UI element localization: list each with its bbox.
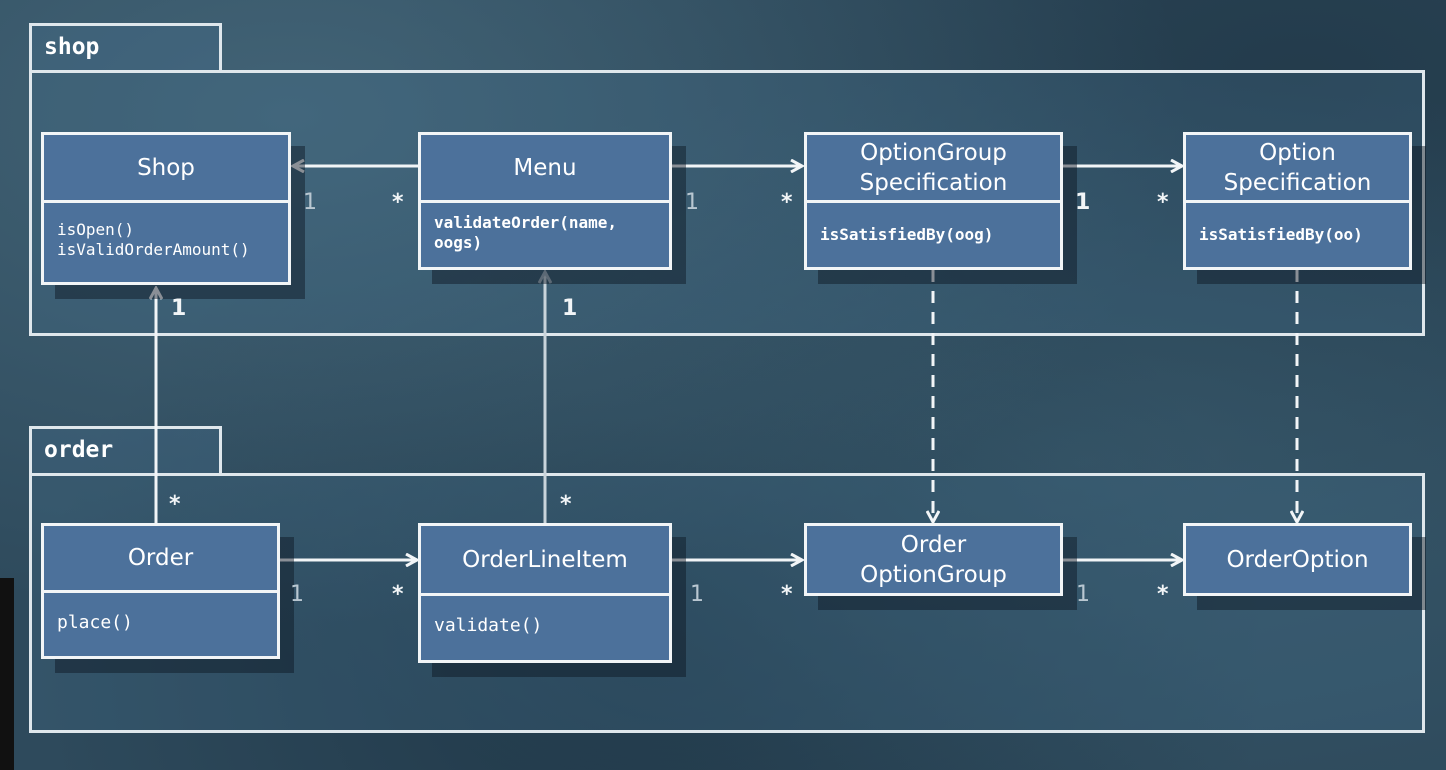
class-name: Option Specification (1186, 135, 1409, 203)
class-operations: isSatisfiedBy(oog) (820, 225, 994, 244)
class-operations: validate() (434, 615, 543, 636)
package-label-order: order (44, 437, 114, 463)
class-option-group-specification[interactable]: OptionGroup Specification isSatisfiedBy(… (804, 132, 1063, 270)
class-name: OrderLineItem (421, 526, 669, 596)
class-name: Order (44, 526, 277, 593)
left-edge-bar (0, 578, 14, 770)
class-order-option-group[interactable]: Order OptionGroup (804, 523, 1063, 596)
class-name: OrderOption (1226, 546, 1369, 573)
multiplicity-oog-oo-one: 1 (1076, 582, 1090, 607)
class-shop[interactable]: Shop isOpen() isValidOrderAmount() (41, 132, 291, 285)
class-menu[interactable]: Menu validateOrder(name, oogs) (418, 132, 672, 270)
class-order[interactable]: Order place() (41, 523, 280, 659)
class-operations: isOpen() isValidOrderAmount() (57, 220, 250, 259)
multiplicity-oli-menu-many: * (560, 492, 572, 517)
class-order-option[interactable]: OrderOption (1183, 523, 1412, 596)
multiplicity-order-oli-one: 1 (290, 582, 304, 607)
multiplicity-oog-oo-many: * (1157, 582, 1169, 607)
multiplicity-menu-ogs-many: * (781, 190, 793, 215)
multiplicity-oli-oog-many: * (781, 582, 793, 607)
class-order-line-item[interactable]: OrderLineItem validate() (418, 523, 672, 663)
class-name: OptionGroup Specification (807, 135, 1060, 203)
multiplicity-shop-menu-one: 1 (303, 190, 317, 215)
package-tab-order: order (29, 426, 222, 476)
multiplicity-ogs-os-many: * (1157, 190, 1169, 215)
multiplicity-order-shop-many: * (169, 492, 181, 517)
multiplicity-shop-menu-many: * (392, 190, 404, 215)
package-label-shop: shop (44, 34, 100, 60)
multiplicity-oli-menu-one: 1 (562, 296, 578, 321)
multiplicity-ogs-os-one: 1 (1075, 190, 1091, 215)
class-option-specification[interactable]: Option Specification isSatisfiedBy(oo) (1183, 132, 1412, 270)
class-name: Shop (44, 135, 288, 203)
multiplicity-menu-ogs-one: 1 (685, 190, 699, 215)
class-operations: validateOrder(name, oogs) (434, 213, 618, 252)
multiplicity-order-shop-one: 1 (171, 296, 187, 321)
multiplicity-order-oli-many: * (392, 582, 404, 607)
class-name: Menu (421, 135, 669, 203)
class-operations: isSatisfiedBy(oo) (1199, 225, 1363, 244)
class-operations: place() (57, 612, 133, 633)
class-name: Order OptionGroup (860, 531, 1007, 588)
package-tab-shop: shop (29, 23, 222, 73)
multiplicity-oli-oog-one: 1 (690, 582, 704, 607)
